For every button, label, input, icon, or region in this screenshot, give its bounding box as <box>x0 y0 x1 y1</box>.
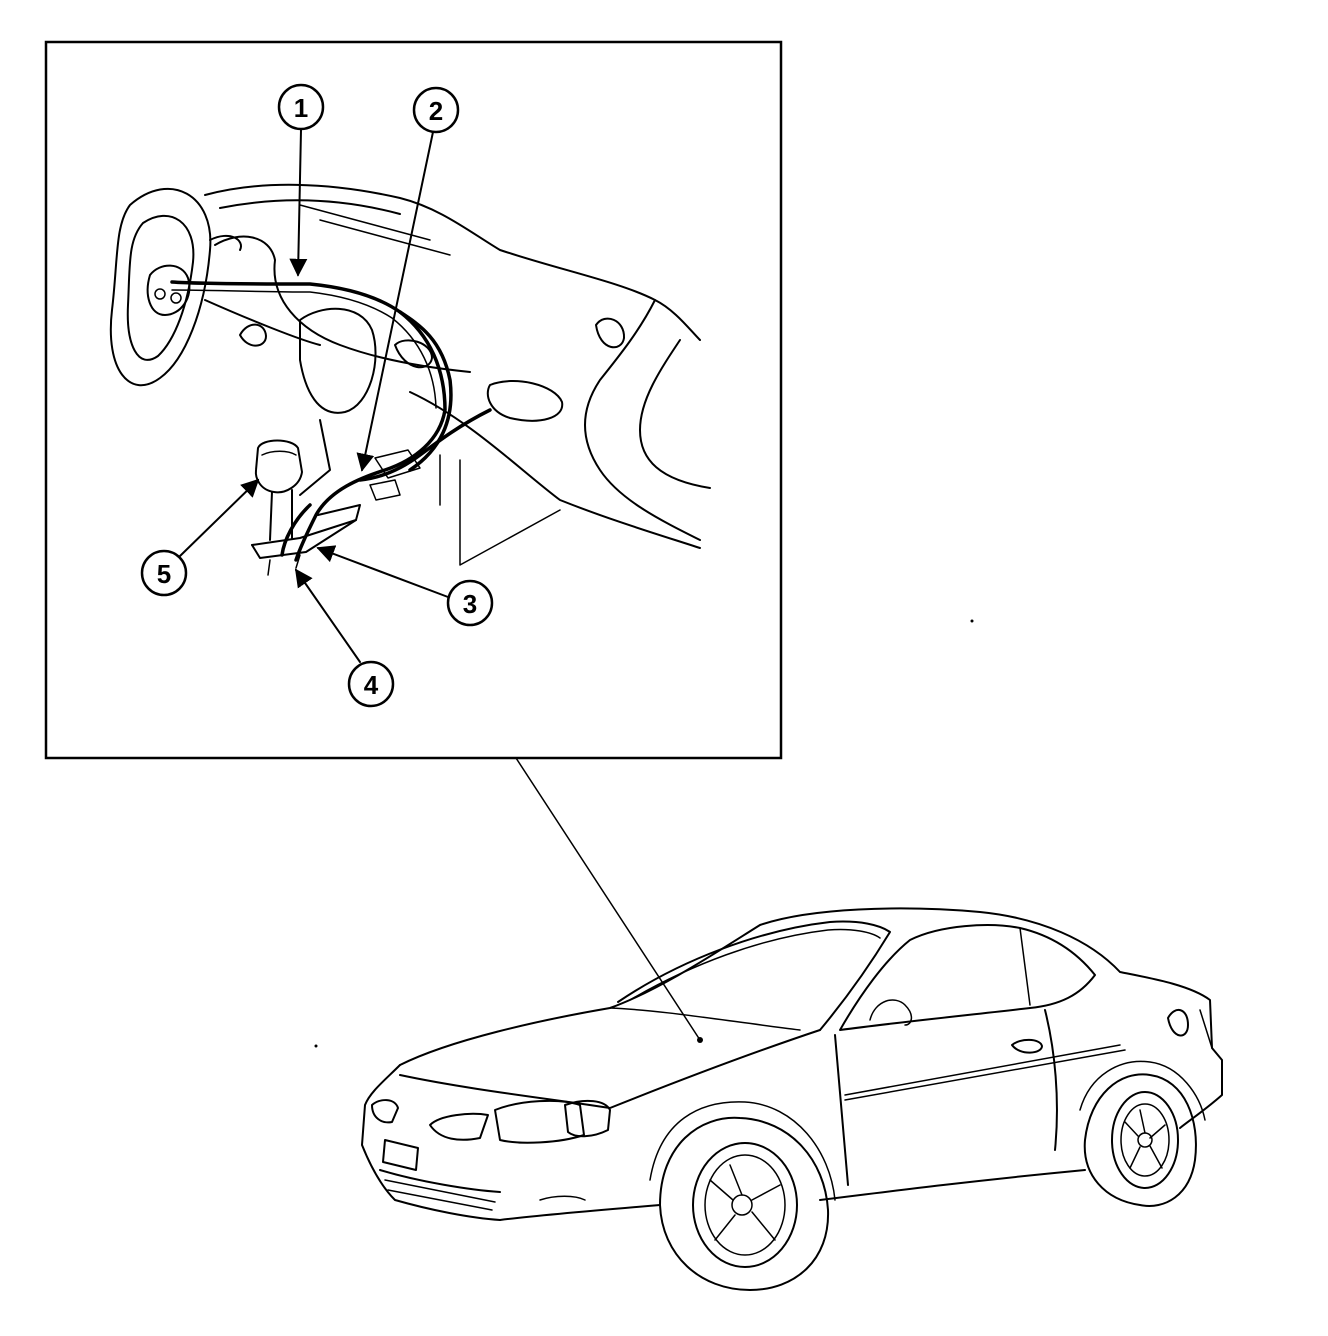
scan-speck <box>314 1044 318 1048</box>
detail-inset-frame <box>44 40 783 760</box>
callout-1-label: 1 <box>294 93 308 123</box>
callout-2-label: 2 <box>429 96 443 126</box>
callout-1: 1 <box>277 83 325 277</box>
steering-wheel <box>109 187 212 387</box>
rear-wheel <box>1083 1073 1197 1207</box>
inset-leader-line <box>515 757 703 1043</box>
callout-5: 5 <box>140 478 260 597</box>
callout-2: 2 <box>356 86 460 472</box>
shift-interlock-cable <box>170 280 492 576</box>
callout-4-label: 4 <box>364 670 379 700</box>
gear-shifter <box>251 439 361 559</box>
vehicle-illustration <box>361 907 1223 1291</box>
callout-5-label: 5 <box>157 559 171 589</box>
callout-4: 4 <box>294 568 395 708</box>
callout-3: 3 <box>316 545 494 627</box>
callout-3-label: 3 <box>463 589 477 619</box>
front-wheel <box>659 1116 830 1291</box>
scan-speck <box>970 619 974 623</box>
